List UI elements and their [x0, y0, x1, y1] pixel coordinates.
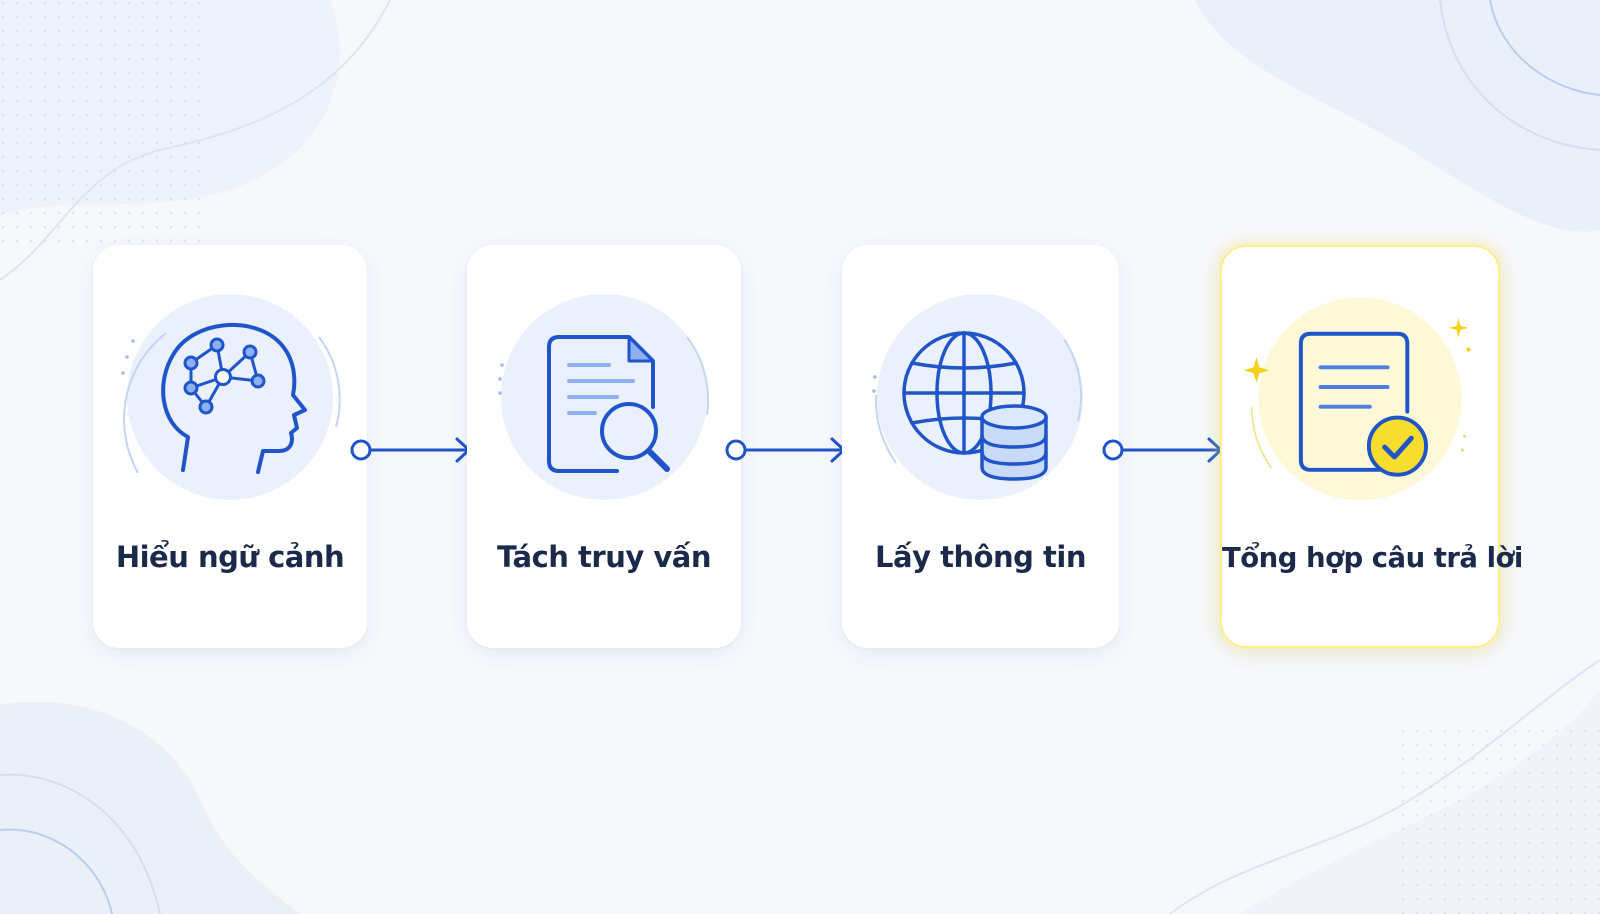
document-text-lines	[1318, 365, 1390, 409]
sparkle-icon	[1448, 318, 1469, 338]
document-fold	[627, 335, 655, 363]
icon-deco-dot	[873, 375, 877, 379]
icon-deco-dot	[121, 371, 125, 375]
icon-deco-dot	[498, 377, 502, 381]
icon-deco-dot	[131, 339, 135, 343]
step-label: Tổng hợp câu trả lời	[1222, 542, 1523, 574]
icon-orbit-arc	[874, 394, 897, 464]
icon-circle-bg	[877, 294, 1083, 500]
step-card-understand-context: Hiểu ngữ cảnh	[93, 245, 367, 648]
bg-arc-bottom-left-outer	[0, 773, 161, 914]
flow-arrow-1-to-2	[350, 437, 471, 463]
icon-orbit-arc	[686, 336, 710, 416]
icon-orbit-arc	[318, 336, 341, 428]
icon-deco-dot	[498, 391, 502, 395]
magnifier-handle	[646, 448, 670, 472]
step-label: Lấy thông tin	[875, 540, 1086, 574]
magnifier-lens	[600, 402, 658, 460]
bg-arc-top-right-inner	[1489, 0, 1600, 96]
document-check-icon	[1243, 297, 1471, 501]
step-label: Tách truy vấn	[497, 540, 711, 574]
icon-deco-dot	[1462, 434, 1467, 439]
bg-blob-bottom-left	[0, 701, 300, 914]
bg-arc-bottom-left-inner	[0, 828, 113, 914]
sparkle-icon	[1243, 357, 1270, 384]
icon-deco-dot	[500, 363, 504, 367]
database-cylinder	[980, 404, 1048, 481]
step-card-retrieve-information: Lấy thông tin	[842, 245, 1119, 648]
bg-dots-bottom-right	[1400, 730, 1600, 914]
icon-deco-dot	[1466, 347, 1471, 352]
step-card-split-query: Tách truy vấn	[467, 245, 741, 648]
head-outline	[161, 322, 307, 474]
icon-deco-dot	[125, 355, 129, 359]
step-card-synthesize-answer: Tổng hợp câu trả lời	[1220, 245, 1523, 648]
document-outline	[1298, 331, 1410, 472]
flow-arrow-3-to-4	[1102, 437, 1223, 463]
brain-network-head-icon	[121, 294, 341, 500]
bg-blob-top-right	[1195, 0, 1600, 232]
flow-arrow-2-to-3	[725, 437, 846, 463]
icon-deco-dot	[1460, 448, 1465, 452]
bg-dots-top-left	[0, 0, 200, 250]
checkmark-icon	[1382, 435, 1414, 460]
document-search-icon	[498, 294, 710, 500]
icon-orbit-arc	[1063, 338, 1083, 422]
globe-database-icon	[872, 294, 1083, 500]
bg-arc-top-right-outer	[1439, 0, 1600, 151]
icon-orbit-arc	[1250, 406, 1273, 469]
icon-orbit-arc	[123, 332, 167, 474]
neural-network-nodes	[183, 337, 266, 415]
step-label: Hiểu ngữ cảnh	[115, 540, 345, 574]
document-text-lines	[567, 363, 635, 415]
icon-deco-dot	[872, 389, 876, 393]
document-outline	[547, 335, 619, 473]
check-badge-icon	[1366, 415, 1429, 477]
